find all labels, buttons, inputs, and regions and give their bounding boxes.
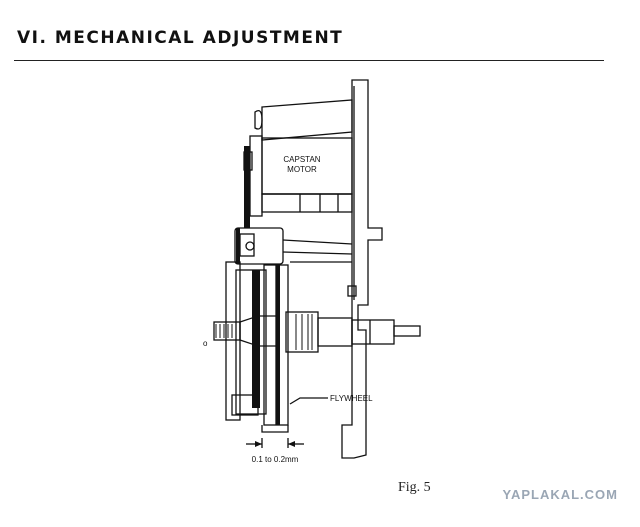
gap-dimension bbox=[246, 438, 304, 448]
bearing-block bbox=[234, 227, 353, 265]
capstan-motor-label-top: CAPSTAN bbox=[283, 155, 320, 164]
capstan-motor bbox=[243, 99, 353, 217]
figure-caption: Fig. 5 bbox=[398, 480, 431, 495]
callout-label: o bbox=[203, 339, 208, 348]
heading-rule bbox=[14, 60, 604, 61]
flywheel-callout bbox=[289, 397, 328, 405]
gap-dimension-label: 0.1 to 0.2mm bbox=[252, 455, 299, 464]
section-heading: VI. MECHANICAL ADJUSTMENT bbox=[17, 28, 344, 48]
flywheel-label: FLYWHEEL bbox=[330, 394, 373, 403]
capstan-shaft bbox=[213, 311, 421, 353]
watermark: YAPLAKAL.COM bbox=[502, 487, 618, 502]
chassis-plate bbox=[341, 79, 383, 459]
capstan-motor-label-bottom: MOTOR bbox=[287, 165, 317, 174]
